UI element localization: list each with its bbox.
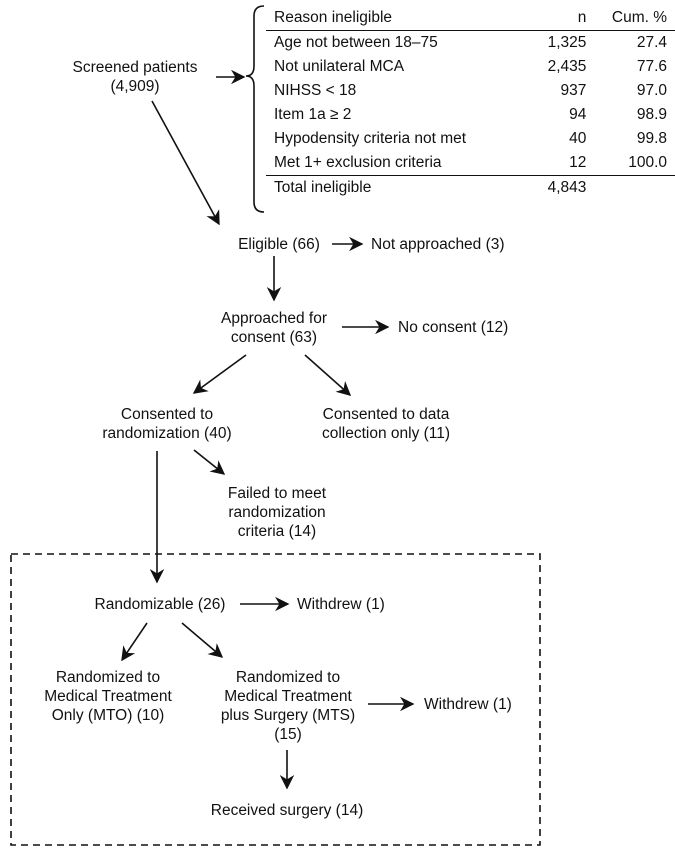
node-line: consent (63): [230, 329, 318, 346]
cum-cell: 97.0: [636, 82, 667, 99]
node-line: Randomized to: [55, 669, 161, 686]
node-not-approached: Not approached (3): [371, 235, 505, 254]
randomization-dashed-box: [10, 553, 541, 846]
reason-cell: Not unilateral MCA: [274, 58, 405, 75]
table-row: Met 1+ exclusion criteria 12 100.0: [266, 151, 675, 176]
node-line: Medical Treatment: [224, 688, 352, 705]
n-cell: 40: [569, 130, 587, 147]
ineligibility-table: Reason ineligible n Cum. % Age not betwe…: [266, 6, 675, 200]
col-n-header: n: [577, 9, 587, 26]
total-label: Total ineligible: [274, 179, 372, 196]
node-screened-patients: Screened patients (4,909): [60, 58, 210, 96]
arrow-consented-to-failed: [193, 449, 226, 475]
table-row: Hypodensity criteria not met 40 99.8: [266, 127, 675, 151]
node-randomizable: Randomizable (26): [80, 595, 240, 614]
node-line: Approached for: [221, 310, 327, 327]
node-line: Only (MTO) (10): [51, 707, 165, 724]
cum-cell: 27.4: [636, 34, 667, 51]
node-consented-data-collection: Consented to data collection only (11): [306, 405, 466, 443]
node-consented-randomization: Consented to randomization (40): [92, 405, 242, 443]
node-withdrew-1: Withdrew (1): [297, 595, 385, 614]
node-line: Failed to meet: [227, 485, 327, 502]
node-line: Eligible (66): [238, 236, 320, 253]
node-line: Medical Treatment: [44, 688, 172, 705]
arrow-screened-to-eligible: [151, 100, 220, 226]
node-line: randomization (40): [102, 425, 232, 442]
node-line: criteria (14): [237, 523, 317, 540]
total-cum-empty: [594, 176, 675, 201]
n-cell: 2,435: [547, 58, 587, 75]
node-line: Withdrew (1): [424, 696, 512, 713]
n-cell: 12: [569, 154, 587, 171]
n-cell: 94: [569, 106, 587, 123]
node-line: Withdrew (1): [297, 596, 385, 613]
node-line: Received surgery (14): [210, 802, 364, 819]
node-line: Randomized to: [235, 669, 341, 686]
cum-cell: 98.9: [636, 106, 667, 123]
node-line: (15): [274, 726, 302, 743]
node-line: (4,909): [110, 78, 160, 95]
cum-cell: 99.8: [636, 130, 667, 147]
table-row: NIHSS < 18 937 97.0: [266, 79, 675, 103]
table-header-row: Reason ineligible n Cum. %: [266, 6, 675, 31]
table-brace: [245, 5, 265, 213]
arrow-approached-to-consented-randomization: [192, 354, 247, 394]
n-cell: 1,325: [547, 34, 587, 51]
table-row: Not unilateral MCA 2,435 77.6: [266, 55, 675, 79]
node-line: plus Surgery (MTS): [220, 707, 356, 724]
node-failed-randomization-criteria: Failed to meet randomization criteria (1…: [214, 484, 340, 541]
node-eligible: Eligible (66): [224, 235, 334, 254]
node-line: Consented to: [120, 406, 214, 423]
n-cell: 937: [560, 82, 587, 99]
node-line: Screened patients: [72, 59, 198, 76]
arrow-randomizable-to-mts: [181, 622, 224, 658]
cum-cell: 100.0: [628, 154, 667, 171]
col-cum-header: Cum. %: [611, 9, 667, 26]
node-no-consent: No consent (12): [398, 318, 508, 337]
reason-cell: NIHSS < 18: [274, 82, 357, 99]
node-line: collection only (11): [321, 425, 451, 442]
node-line: randomization: [228, 504, 326, 521]
total-n: 4,843: [547, 179, 587, 196]
arrow-randomizable-to-mto: [121, 622, 148, 662]
reason-cell: Item 1a ≥ 2: [274, 106, 352, 123]
reason-cell: Met 1+ exclusion criteria: [274, 154, 442, 171]
col-reason-header: Reason ineligible: [274, 9, 393, 26]
node-withdrew-2: Withdrew (1): [424, 695, 512, 714]
cum-cell: 77.6: [636, 58, 667, 75]
reason-cell: Age not between 18–75: [274, 34, 438, 51]
table-row: Item 1a ≥ 2 94 98.9: [266, 103, 675, 127]
node-randomized-mts: Randomized to Medical Treatment plus Sur…: [204, 668, 372, 744]
node-received-surgery: Received surgery (14): [190, 801, 384, 820]
reason-cell: Hypodensity criteria not met: [274, 130, 467, 147]
table-total-row: Total ineligible 4,843: [266, 175, 675, 201]
table-row: Age not between 18–75 1,325 27.4: [266, 31, 675, 56]
node-line: Not approached (3): [371, 236, 505, 253]
node-approached-for-consent: Approached for consent (63): [206, 309, 342, 347]
node-line: Consented to data: [322, 406, 450, 423]
arrow-approached-to-consented-data: [304, 354, 352, 396]
node-line: No consent (12): [398, 319, 509, 336]
node-line: Randomizable (26): [94, 596, 226, 613]
node-randomized-mto: Randomized to Medical Treatment Only (MT…: [30, 668, 186, 725]
